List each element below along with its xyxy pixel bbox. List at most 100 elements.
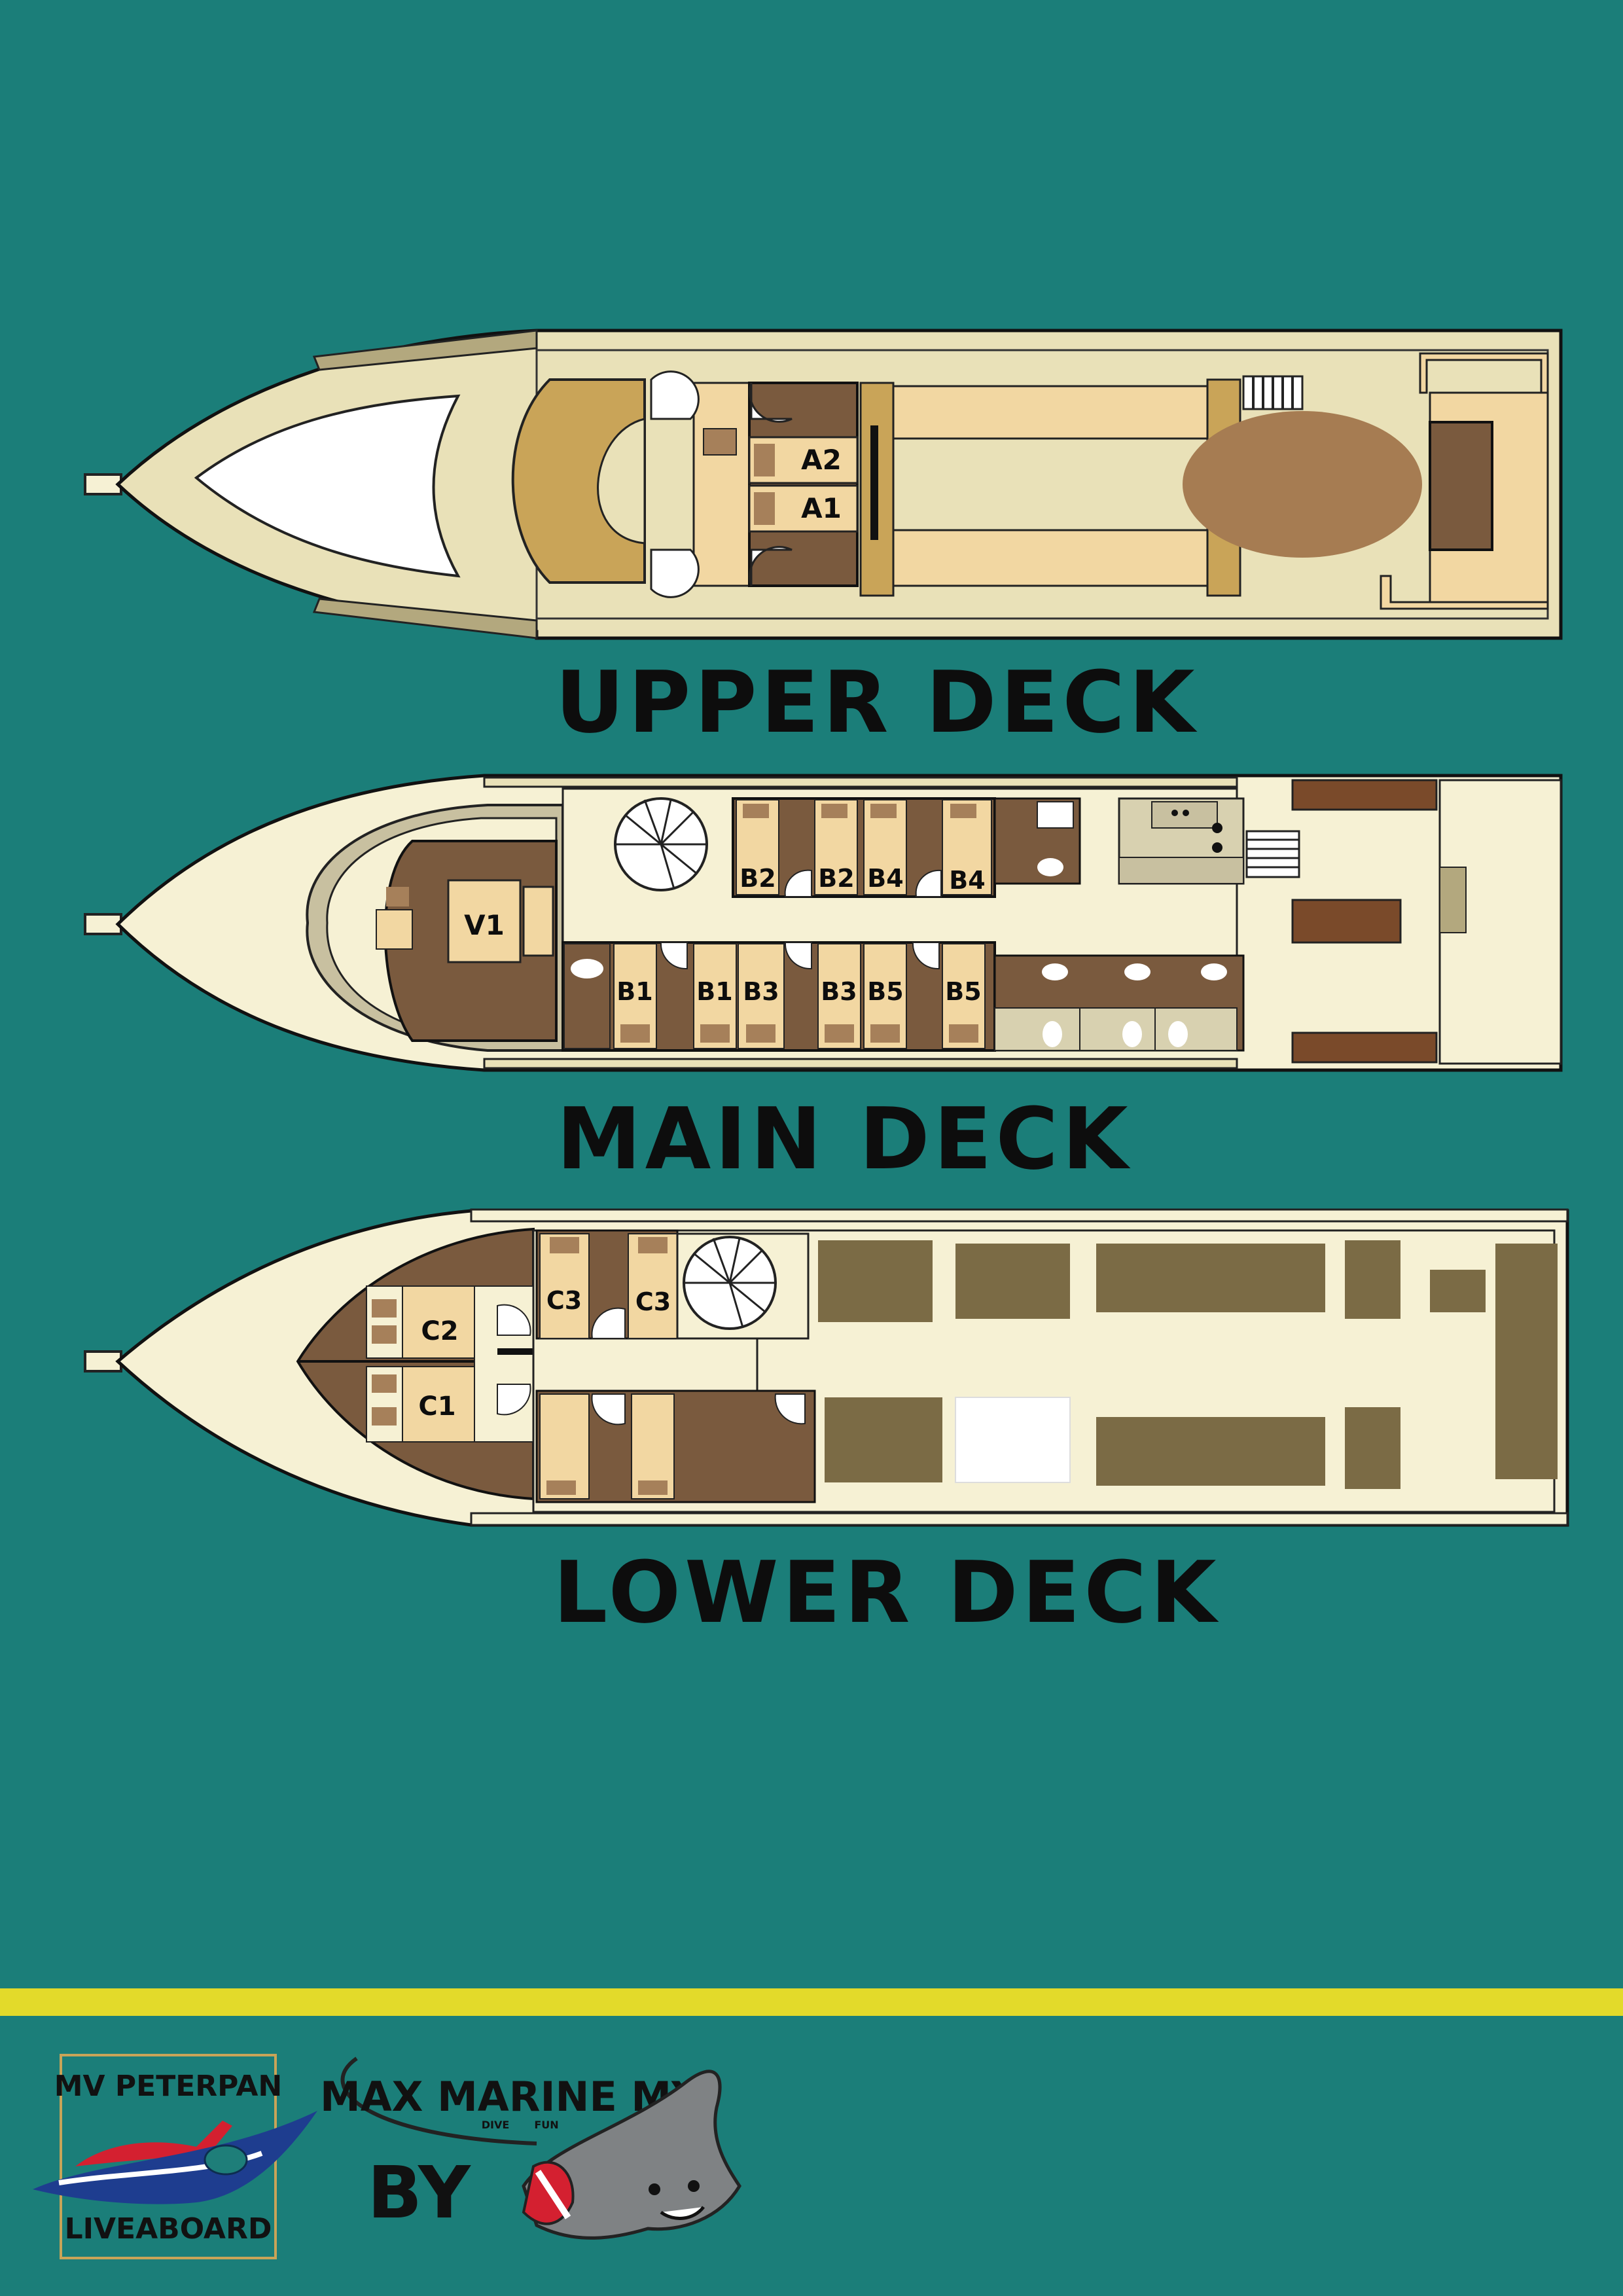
bottom-cabins: [562, 941, 996, 1052]
lounge-table-cutout: [597, 418, 646, 545]
by-text: BY: [367, 2151, 471, 2234]
lower-deck-title: LOWER DECK: [553, 1543, 1220, 1642]
lower-aft-cabins: [535, 1390, 816, 1503]
cabin-label-c3: C3: [635, 1287, 671, 1316]
upper-deck-plan: A2 A1: [84, 329, 1563, 640]
vip-bedside: [522, 886, 554, 957]
port-rail: [312, 329, 538, 371]
pillow: [372, 1325, 397, 1344]
aft-sofa: [1380, 352, 1549, 610]
bed-pillow: [754, 492, 775, 525]
dive-flag-stripe: [535, 2170, 571, 2219]
rail: [470, 1208, 1569, 1223]
engine-block: [1495, 1244, 1558, 1479]
dive-storage: [818, 1240, 933, 1322]
turtle-icon: [204, 2144, 248, 2176]
cabin-label-b4: B4: [949, 866, 985, 895]
maxmarine-tagline-dive: DIVE: [482, 2119, 510, 2131]
cabin-label-b2: B2: [740, 864, 776, 893]
top-cabins: [732, 797, 996, 898]
bench: [859, 382, 895, 597]
lounge-sofa: [511, 378, 646, 584]
dive-storage: [1345, 1240, 1400, 1319]
steering-console: [692, 382, 751, 587]
cabin-label-b2: B2: [818, 864, 854, 893]
rail: [483, 1058, 1238, 1069]
cabin-label-a1: A1: [801, 492, 842, 524]
peterpan-logo: MV PETERPAN LIVEABOARD: [33, 2054, 317, 2259]
maxmarine-tagline-fun: FUN: [534, 2119, 558, 2131]
open-area: [955, 1397, 1071, 1483]
main-deck-title: MAIN DECK: [556, 1089, 1132, 1189]
dive-storage: [1096, 1244, 1325, 1312]
vip-pillow: [386, 887, 409, 906]
aft-bench: [1291, 779, 1438, 811]
pillow: [372, 1299, 397, 1318]
console-seat: [703, 428, 737, 456]
dive-storage: [825, 1397, 942, 1482]
door-swing: [497, 1384, 531, 1416]
pillow: [372, 1374, 397, 1393]
cabin-label-b3: B3: [821, 977, 857, 1006]
door-swing: [749, 546, 793, 586]
cabin-label-b1: B1: [616, 977, 652, 1006]
bow-tip: [84, 913, 122, 935]
bed-pillow: [754, 444, 775, 476]
stingray-tail: [340, 2056, 537, 2145]
maxmarine-logo: MAX MARINE MY DIVE FUN BY: [320, 2056, 741, 2240]
cabin-label-b1: B1: [696, 977, 732, 1006]
cabin-label-c3: C3: [546, 1286, 582, 1315]
cabin-label-c1: C1: [418, 1391, 455, 1422]
upper-deck-title: UPPER DECK: [555, 653, 1198, 752]
cabin-block-a: [748, 382, 859, 587]
bulkhead: [497, 1348, 533, 1355]
door-swing: [497, 1304, 531, 1336]
cabin-c1: [402, 1366, 475, 1443]
starboard-rail: [312, 598, 538, 639]
lower-deck-plan: C2 C1 C3 C3: [84, 1208, 1569, 1527]
rail: [470, 1512, 1569, 1526]
top-bathroom: [993, 797, 1081, 885]
main-deck-plan: V1 B2 B2 B4 B4: [84, 774, 1563, 1072]
door-swing: [650, 370, 700, 420]
cabin-label-b3: B3: [743, 977, 779, 1006]
logo-top-text: MV PETERPAN: [54, 2070, 283, 2103]
bow-window: [194, 394, 461, 578]
stairs: [1242, 375, 1304, 410]
pillow: [372, 1407, 397, 1426]
stingray-icon: [522, 2070, 741, 2240]
galley: [1118, 797, 1245, 885]
sun-lounger: [892, 529, 1209, 587]
dive-storage: [1430, 1270, 1486, 1312]
cabin-label-b4: B4: [867, 864, 903, 893]
stingray-eye: [688, 2180, 700, 2192]
sun-lounger: [892, 385, 1209, 440]
cabin-label-v1: V1: [464, 909, 505, 941]
logo-bottom-text: LIVEABOARD: [65, 2212, 272, 2246]
rail: [483, 776, 1238, 788]
vip-seat: [376, 909, 413, 950]
stingray-eye: [649, 2183, 660, 2195]
c3-cabins: [535, 1229, 679, 1340]
cabin-label-a2: A2: [801, 444, 842, 476]
aft-table: [1429, 421, 1493, 551]
dining-table: [1291, 899, 1402, 944]
footer-divider: [0, 1988, 1623, 2016]
logo-blue-hull: [33, 2111, 317, 2204]
cabin-label-b5: B5: [867, 977, 903, 1006]
dive-storage: [955, 1244, 1070, 1319]
dive-storage: [1096, 1417, 1325, 1486]
door-swing: [650, 548, 700, 598]
bottom-bathrooms: [993, 954, 1245, 1052]
stairs: [1245, 830, 1300, 878]
aft-gate: [1439, 867, 1467, 933]
bedside: [366, 1285, 403, 1359]
spiral-staircase: [676, 1232, 810, 1391]
jacuzzi: [1183, 411, 1422, 558]
cabin-c2: [402, 1285, 475, 1359]
cabin-label-b5: B5: [945, 977, 981, 1006]
stingray-grin: [660, 2206, 705, 2220]
screen: [870, 425, 878, 540]
aft-bench: [1291, 1031, 1438, 1064]
